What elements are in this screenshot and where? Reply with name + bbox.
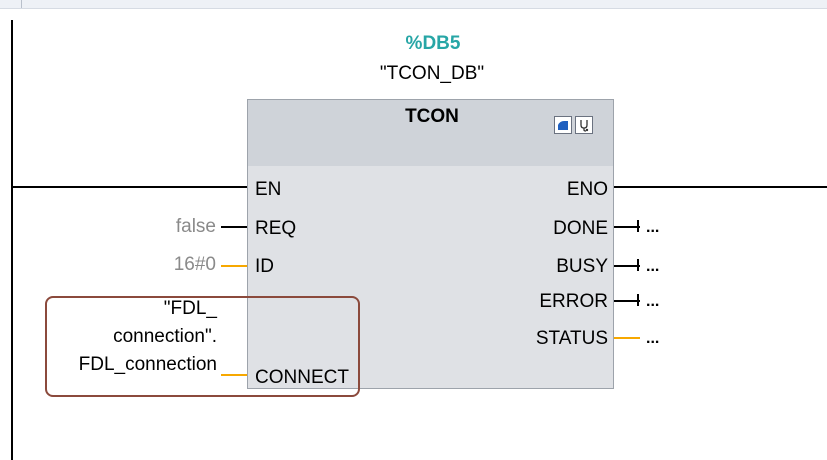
error-wire	[614, 300, 640, 302]
done-wire-end	[637, 220, 639, 232]
connect-highlight	[45, 296, 360, 397]
status-operand[interactable]: ...	[646, 330, 660, 347]
id-operand[interactable]: 16#0	[173, 254, 216, 275]
block-header	[248, 100, 613, 166]
power-rail	[11, 20, 13, 460]
connect-wire	[221, 374, 247, 376]
connect-operand-line-1[interactable]: "FDL_	[163, 298, 217, 319]
busy-wire	[614, 265, 640, 267]
error-wire-end	[637, 294, 639, 306]
block-title: TCON	[405, 106, 459, 127]
block-icon[interactable]	[554, 116, 572, 134]
strip-divider	[21, 0, 22, 8]
pin-error[interactable]: ERROR	[539, 291, 608, 312]
pin-req[interactable]: REQ	[255, 218, 297, 239]
busy-wire-end	[637, 259, 639, 271]
diagnostics-icon[interactable]	[575, 116, 593, 134]
req-wire	[221, 226, 247, 228]
instance-db-number[interactable]: %DB5	[405, 33, 461, 54]
diagnostics-icon-graphic	[580, 120, 589, 132]
instance-db-name[interactable]: "TCON_DB"	[379, 63, 485, 84]
req-operand[interactable]: false	[175, 216, 216, 237]
pin-busy[interactable]: BUSY	[556, 256, 608, 277]
pin-done[interactable]: DONE	[553, 218, 608, 239]
done-operand[interactable]: ...	[646, 219, 660, 236]
pin-connect[interactable]: CONNECT	[255, 367, 349, 388]
pin-eno[interactable]: ENO	[566, 179, 608, 200]
done-wire	[614, 226, 640, 228]
id-wire	[221, 265, 247, 267]
connect-operand-line-3[interactable]: FDL_connection	[78, 354, 217, 375]
block-icon-graphic	[558, 121, 568, 130]
status-wire	[614, 337, 640, 339]
editor-top-strip	[0, 0, 827, 9]
pin-status[interactable]: STATUS	[535, 328, 608, 349]
pin-en[interactable]: EN	[255, 179, 282, 200]
error-operand[interactable]: ...	[646, 293, 660, 310]
busy-operand[interactable]: ...	[646, 258, 660, 275]
pin-id[interactable]: ID	[255, 256, 274, 277]
eno-wire[interactable]	[614, 186, 827, 188]
en-wire[interactable]	[13, 186, 247, 188]
connect-operand-line-2[interactable]: connection".	[113, 326, 217, 347]
